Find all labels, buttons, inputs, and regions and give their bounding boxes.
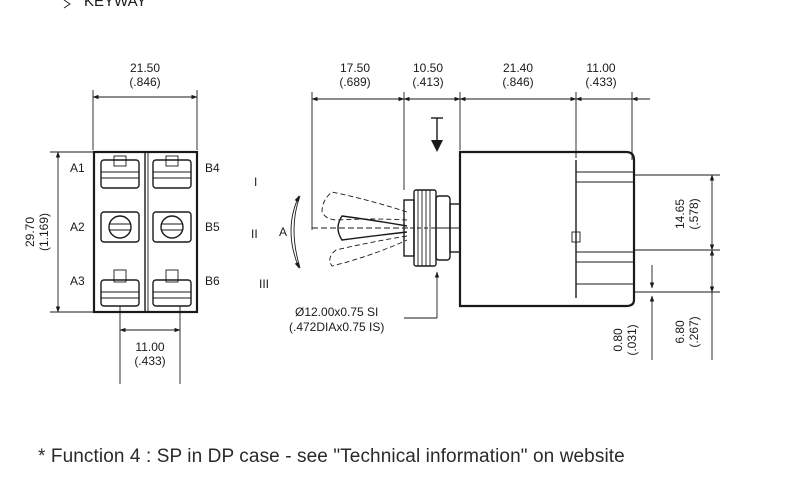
side-dim-2-in: (.413) xyxy=(412,75,443,89)
terminal-label-b4: B4 xyxy=(205,161,220,175)
thread-spec-mm: Ø12.00x0.75 SI xyxy=(295,305,378,319)
header-fragment-text: KEYWAY xyxy=(84,0,147,10)
terminal-a2 xyxy=(100,211,140,243)
terminal-a1 xyxy=(100,155,140,189)
position-label-i: I xyxy=(254,175,257,189)
terminal-label-b5: B5 xyxy=(205,220,220,234)
side-dim-3-mm: 21.40 xyxy=(503,61,533,75)
terminal-label-a3: A3 xyxy=(70,274,85,288)
bushing-nut xyxy=(403,189,461,267)
footnote: * Function 4 : SP in DP case - see "Tech… xyxy=(38,446,625,467)
front-view: 21.50 (.846) 29.70 (1.169) A1 A2 A3 B4 B… xyxy=(23,61,220,384)
side-dim-right-2-in: (.267) xyxy=(687,316,701,347)
front-width-in: (.846) xyxy=(129,75,160,89)
front-pitch-in: (.433) xyxy=(134,354,165,368)
front-height-in: (1.169) xyxy=(37,213,51,251)
keyway-arrow-icon xyxy=(431,117,443,152)
terminal-label-a2: A2 xyxy=(70,220,85,234)
front-height-mm: 29.70 xyxy=(23,217,37,247)
front-pitch-mm: 11.00 xyxy=(135,340,164,354)
side-dim-right-3-mm: 0.80 xyxy=(611,328,625,352)
side-dim-right-1-mm: 14.65 xyxy=(673,199,687,229)
terminal-label-b6: B6 xyxy=(205,274,220,288)
terminal-label-a1: A1 xyxy=(70,161,85,175)
side-dim-3-in: (.846) xyxy=(502,75,533,89)
side-dim-4-mm: 11.00 xyxy=(586,61,615,75)
terminal-b4 xyxy=(152,155,192,189)
terminal-b6 xyxy=(152,269,192,307)
terminal-b5 xyxy=(152,211,192,243)
side-dim-right-2-mm: 6.80 xyxy=(673,320,687,344)
side-dim-2-mm: 10.50 xyxy=(413,61,443,75)
header-fragment: KEYWAY xyxy=(63,0,147,10)
side-dim-4-in: (.433) xyxy=(585,75,616,89)
terminal-a3 xyxy=(100,269,140,307)
front-width-mm: 21.50 xyxy=(130,61,160,75)
position-label-iii: III xyxy=(259,277,269,291)
angle-label: A xyxy=(279,225,287,239)
toggle-lever xyxy=(293,191,408,269)
switch-case xyxy=(458,150,660,308)
side-dim-right-3-in: (.031) xyxy=(625,324,639,355)
side-dim-right-1-in: (.578) xyxy=(687,198,701,229)
side-view: 17.50 (.689) 10.50 (.413) 21.40 (.846) 1… xyxy=(251,61,720,360)
thread-spec-in: (.472DIAx0.75 IS) xyxy=(289,320,384,334)
position-label-ii: II xyxy=(251,227,258,241)
side-dim-1-mm: 17.50 xyxy=(340,61,370,75)
side-dim-1-in: (.689) xyxy=(339,75,370,89)
